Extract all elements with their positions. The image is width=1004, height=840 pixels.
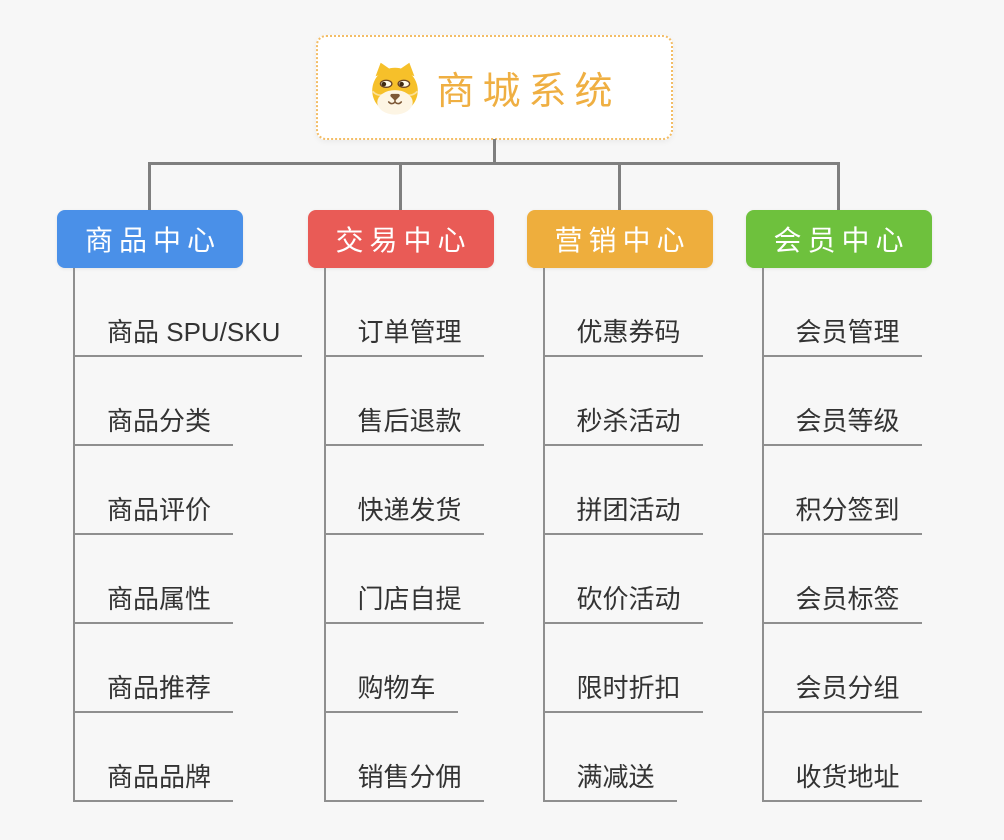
branch-group: 营销中心 优惠券码秒杀活动拼团活动砍价活动限时折扣满减送 xyxy=(526,162,767,820)
branch-spine-line xyxy=(323,268,326,802)
leaf-node[interactable]: 销售分佣 xyxy=(323,754,484,802)
branch-group: 交易中心 订单管理售后退款快递发货门店自提购物车销售分佣 xyxy=(307,162,548,820)
leaf-node[interactable]: 会员分组 xyxy=(761,665,922,713)
root-connector-stem xyxy=(493,139,496,163)
root-title: 商城系统 xyxy=(436,71,621,113)
shiba-dog-face-icon xyxy=(372,62,419,115)
branch-connector-stem xyxy=(148,162,151,210)
branch-connector-stem xyxy=(836,162,840,210)
branch-node[interactable]: 营销中心 xyxy=(526,210,713,268)
branch-group: 商品中心 商品 SPU/SKU 商品分类商品评价商品属性商品推荐商品品牌 xyxy=(57,162,303,820)
leaf-node[interactable]: 售后退款 xyxy=(323,398,484,446)
branch-label: 商品中心 xyxy=(84,225,221,256)
leaf-node[interactable]: 购物车 xyxy=(323,665,458,713)
leaf-node[interactable]: 限时折扣 xyxy=(542,665,703,713)
branch-node[interactable]: 会员中心 xyxy=(745,210,932,268)
leaf-node[interactable]: 秒杀活动 xyxy=(542,398,703,446)
root-node[interactable]: 商城系统 xyxy=(316,35,673,140)
leaf-node[interactable]: 订单管理 xyxy=(323,309,484,357)
branch-node[interactable]: 商品中心 xyxy=(57,210,243,268)
leaf-node[interactable]: 优惠券码 xyxy=(542,309,703,357)
leaf-node[interactable]: 商品 SPU/SKU xyxy=(73,309,303,357)
leaf-node[interactable]: 商品推荐 xyxy=(73,665,234,713)
branch-connector-stem xyxy=(398,162,402,210)
trunk-horizontal-connector xyxy=(149,162,840,165)
leaf-node[interactable]: 快递发货 xyxy=(323,487,484,535)
leaf-node[interactable]: 商品品牌 xyxy=(73,754,234,802)
leaf-node[interactable]: 砍价活动 xyxy=(542,576,703,624)
leaf-node[interactable]: 商品属性 xyxy=(73,576,234,624)
branch-label: 营销中心 xyxy=(554,225,691,256)
leaf-node[interactable]: 收货地址 xyxy=(761,754,922,802)
branch-spine-line xyxy=(542,268,545,802)
branch-group: 会员中心 会员管理会员等级积分签到会员标签会员分组收货地址 xyxy=(745,162,986,820)
branch-label: 交易中心 xyxy=(335,225,472,256)
branch-node[interactable]: 交易中心 xyxy=(307,210,494,268)
branch-spine-line xyxy=(73,268,75,802)
leaf-node[interactable]: 门店自提 xyxy=(323,576,484,624)
leaf-node[interactable]: 满减送 xyxy=(542,754,677,802)
leaf-node[interactable]: 会员等级 xyxy=(761,398,922,446)
leaf-node[interactable]: 拼团活动 xyxy=(542,487,703,535)
leaf-node[interactable]: 商品评价 xyxy=(73,487,234,535)
branch-connector-stem xyxy=(617,162,621,210)
leaf-node[interactable]: 商品分类 xyxy=(73,398,234,446)
branch-label: 会员中心 xyxy=(773,225,910,256)
branch-spine-line xyxy=(761,268,764,802)
leaf-node[interactable]: 积分签到 xyxy=(761,487,922,535)
leaf-node[interactable]: 会员标签 xyxy=(761,576,922,624)
leaf-node[interactable]: 会员管理 xyxy=(761,309,922,357)
